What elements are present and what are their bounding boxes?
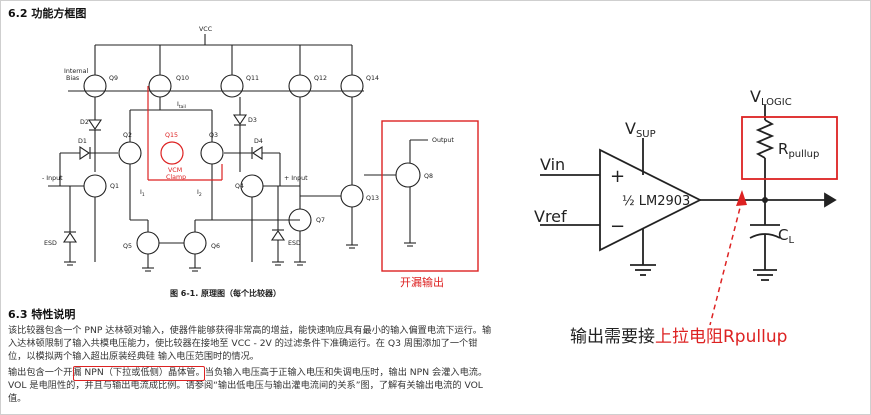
esd-left-label: ESD <box>44 240 57 247</box>
q1-label: Q1 <box>110 183 119 190</box>
vcm-label: VCM <box>168 167 182 174</box>
part-label: ½ LM2903 <box>622 194 690 209</box>
q7-label: Q7 <box>316 217 325 224</box>
q8-label: Q8 <box>424 173 433 180</box>
i1-label: I1 <box>140 189 145 198</box>
section-6-3-heading: 6.3 特性说明 <box>8 308 76 321</box>
section-6-2-heading: 6.2 功能方框图 <box>8 7 87 20</box>
cl-label: CL <box>778 226 794 246</box>
d4-label: D4 <box>254 138 263 145</box>
open-drain-label: 开漏输出 <box>400 275 444 289</box>
q14-label: Q14 <box>366 75 379 82</box>
paragraph-2: 输出包含一个开漏 NPN（下拉或低侧）晶体管。当负输入电压高于正输入电压和失调电… <box>8 367 488 404</box>
q15-label: Q15 <box>165 132 178 139</box>
vcc-label: VCC <box>199 26 213 33</box>
esd-right-label: ESD <box>288 240 301 247</box>
i2-label: I2 <box>197 189 202 198</box>
internal-bias-label-1: Internal <box>64 68 89 75</box>
q11-label: Q11 <box>246 75 259 82</box>
q2-label: Q2 <box>123 132 132 139</box>
pullup-note: 输出需要接上拉电阻Rpullup <box>570 327 787 347</box>
q5-label: Q5 <box>123 243 132 250</box>
clamp-label: Clamp <box>166 174 186 181</box>
internal-bias-label-2: Bias <box>66 75 79 82</box>
rpullup-label: Rpullup <box>778 140 819 160</box>
d2-label: D2 <box>80 119 89 126</box>
pullup-diagram: VLOGIC VSUP Vin Vref + − ½ LM2903 Rpullu… <box>534 87 838 347</box>
minus-sign: − <box>610 216 625 237</box>
figure-caption: 图 6-1. 原理图（每个比较器） <box>170 288 281 298</box>
q10-label: Q10 <box>176 75 189 82</box>
q4-label: Q4 <box>235 183 244 190</box>
d1-label: D1 <box>78 138 87 145</box>
vin-label: Vin <box>540 155 565 174</box>
schematic-diagram: VCC Internal Bias Q9 Q10 Q11 Q12 Q14 D2 … <box>42 26 479 298</box>
output-label: Output <box>432 137 454 144</box>
plus-sign: + <box>610 166 625 187</box>
vsup-label: VSUP <box>625 119 656 140</box>
q9-label: Q9 <box>109 75 118 82</box>
vlogic-label: VLOGIC <box>750 87 792 108</box>
minus-input-label: - Input <box>42 175 63 182</box>
q3-label: Q3 <box>209 132 218 139</box>
d3-label: D3 <box>248 117 257 124</box>
highlight-open-drain-npn <box>73 366 205 381</box>
q13-label: Q13 <box>366 195 379 202</box>
paragraph-1: 该比较器包含一个 PNP 达林顿对输入，使器件能够获得非常高的增益，能快速响应具… <box>8 325 492 362</box>
vref-label: Vref <box>534 207 567 226</box>
feature-description: 该比较器包含一个 PNP 达林顿对输入，使器件能够获得非常高的增益，能快速响应具… <box>8 324 494 408</box>
q6-label: Q6 <box>211 243 220 250</box>
plus-input-label: + Input <box>284 175 308 182</box>
q12-label: Q12 <box>314 75 327 82</box>
itail-label: Itail <box>177 101 186 110</box>
